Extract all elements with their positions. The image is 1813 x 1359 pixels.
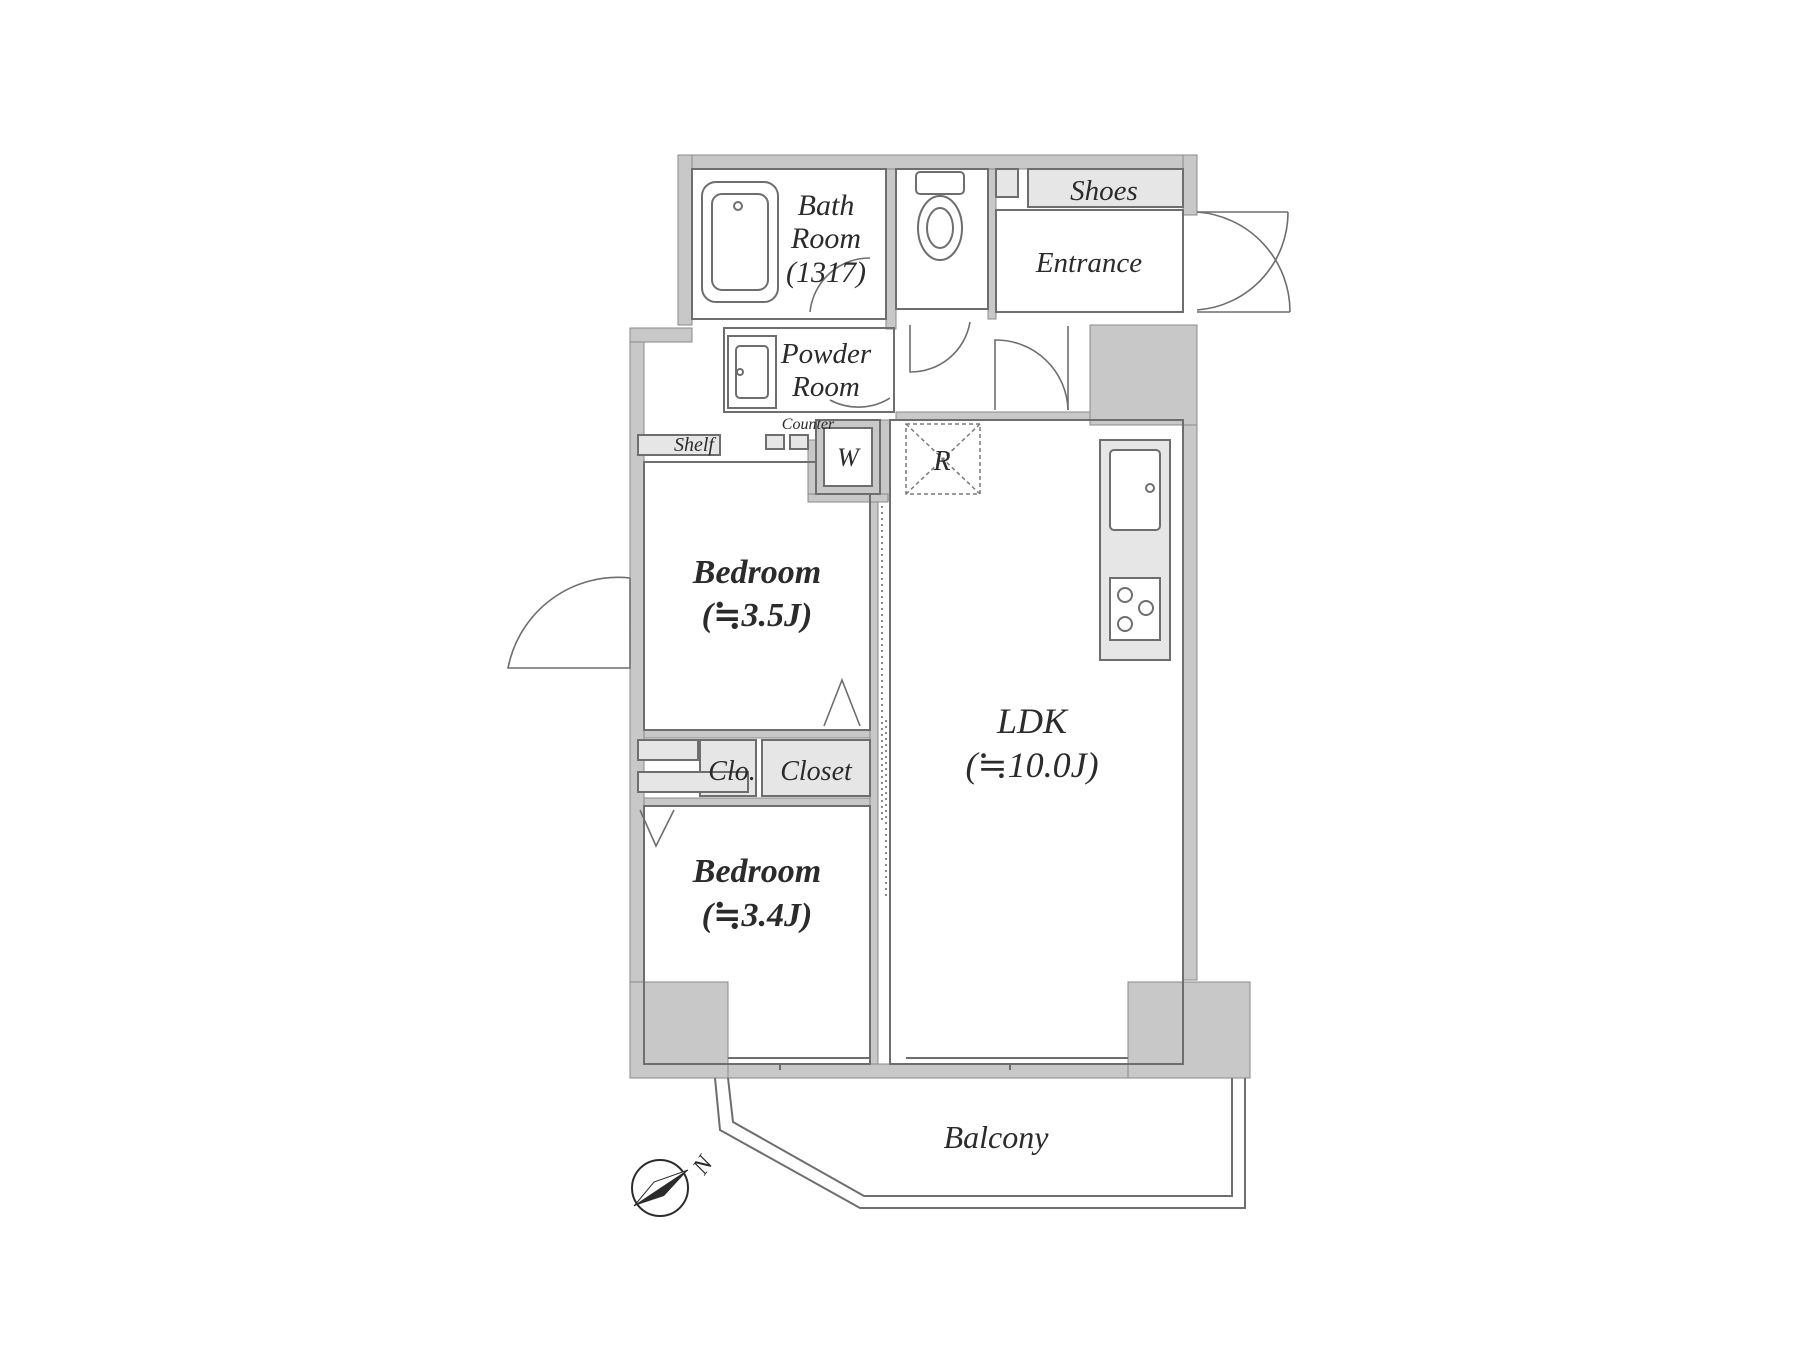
- wall-entry-bottom: [895, 411, 1091, 421]
- wall-top-right: [1182, 154, 1198, 216]
- outline-entrance: [995, 209, 1184, 313]
- wall-bath-right: [885, 168, 897, 330]
- outline-toilet: [895, 168, 989, 310]
- clo-shelf-bottom: [637, 771, 749, 793]
- labels: Bath Room (1317) Powder Room Counter She…: [674, 175, 1142, 1180]
- label-bath-1: Bath: [798, 189, 855, 222]
- label-powder-1: Powder: [780, 338, 872, 370]
- label-bath-2: Room: [790, 222, 861, 255]
- wall-ldk-left: [879, 419, 891, 501]
- label-entrance: Entrance: [1035, 247, 1142, 279]
- label-clo: Clo.: [708, 756, 755, 787]
- closet-unit: [761, 739, 871, 797]
- label-compass-n: N: [687, 1150, 719, 1180]
- label-counter: Counter: [782, 416, 835, 433]
- label-balcony: Balcony: [944, 1119, 1050, 1155]
- toilet-tank-shelf: [995, 168, 1019, 198]
- room-outlines: [643, 168, 1184, 1065]
- outline-bed1: [643, 461, 871, 731]
- wash-basin: [727, 335, 777, 409]
- window-sashes: [728, 1057, 1128, 1070]
- label-bath-3: (1317): [786, 256, 866, 289]
- label-shoes: Shoes: [1070, 175, 1138, 207]
- wall-entrance-left: [987, 168, 997, 320]
- wall-bed2-top: [643, 797, 871, 807]
- compass-icon: [631, 1159, 689, 1217]
- column-bottom-left: [629, 981, 729, 1079]
- balcony-area: [714, 1077, 1246, 1209]
- label-shelf: Shelf: [674, 434, 716, 456]
- wall-top-block: [677, 154, 1198, 170]
- toilet-fixture: [915, 171, 965, 261]
- counter-unit-a: [765, 434, 785, 450]
- outline-ldk: [889, 419, 1184, 1065]
- shoes-cabinet: [1027, 168, 1184, 208]
- stove: [1109, 577, 1161, 641]
- wall-shelf-right: [807, 439, 817, 501]
- column-top-right: [1089, 324, 1198, 426]
- wall-bed1-bottom: [643, 729, 871, 739]
- column-bottom-right: [1127, 981, 1251, 1079]
- label-bedroom1-name: Bedroom: [692, 554, 821, 591]
- wall-bed-right: [869, 499, 879, 1065]
- wall-shelf-bottom: [807, 493, 889, 503]
- outline-bed2: [643, 805, 871, 1065]
- label-fridge: R: [932, 446, 950, 477]
- shelf-unit: [637, 434, 721, 456]
- outline-powder: [723, 327, 895, 413]
- counter-unit-b: [789, 434, 809, 450]
- label-bedroom1-size: (≒3.5J): [702, 597, 813, 634]
- label-bedroom2-size: (≒3.4J): [702, 897, 813, 934]
- doors: [507, 211, 1291, 900]
- washer-box: [815, 419, 881, 495]
- label-closet: Closet: [780, 756, 853, 787]
- label-ldk-size: (≒10.0J): [965, 745, 1098, 785]
- outline-bath: [691, 168, 887, 320]
- wall-top-left: [677, 154, 693, 326]
- clo-shelf-top: [637, 739, 699, 761]
- label-washer: W: [837, 443, 861, 472]
- bathtub: [701, 181, 779, 303]
- fridge-box: [905, 423, 981, 495]
- wall-left-top: [629, 327, 693, 343]
- label-bedroom2-name: Bedroom: [692, 853, 821, 890]
- label-powder-2: Room: [791, 371, 860, 403]
- kitchen-sink: [1109, 449, 1161, 531]
- label-ldk-name: LDK: [996, 701, 1069, 741]
